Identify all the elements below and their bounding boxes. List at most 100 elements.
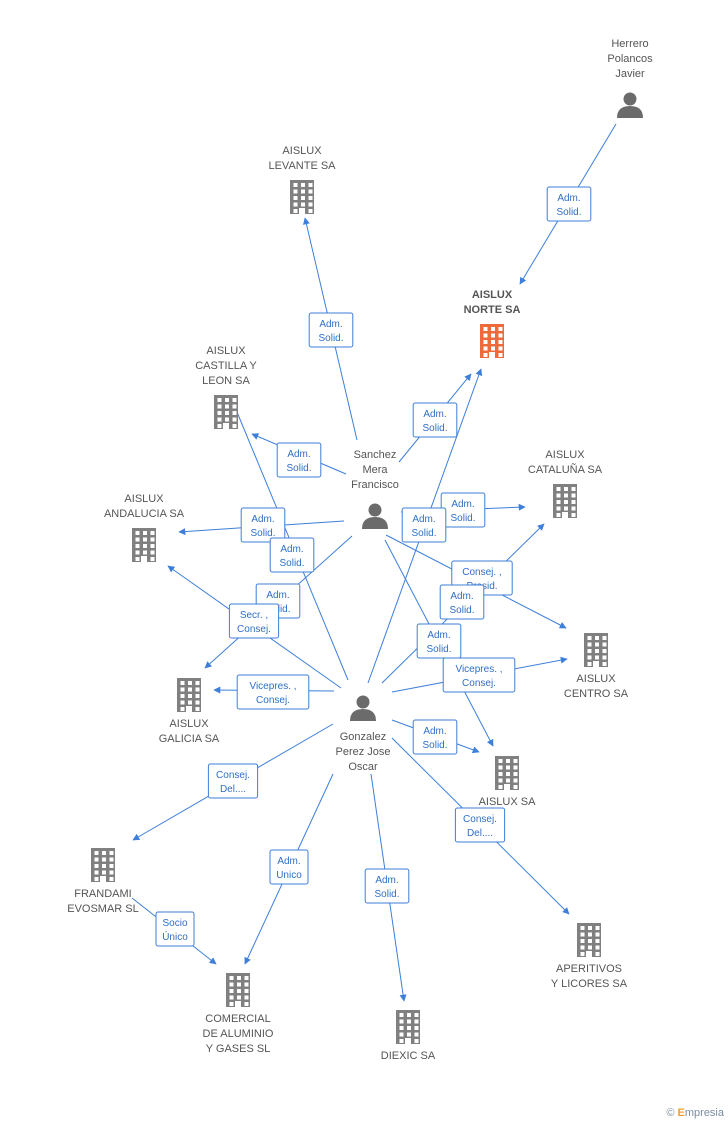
node-label: GALICIA SA — [159, 733, 220, 745]
edge-label-text: Solid. — [279, 558, 304, 569]
edge-label-sanchez-to-castilla[interactable]: Adm. Solid. — [276, 442, 322, 478]
edge-label-gonzalez-to-castilla[interactable]: Adm.Solid. — [269, 537, 315, 573]
edge-label-gonzalez-to-aisluxsa[interactable]: Adm.Solid. — [412, 719, 458, 755]
node-label: AISLUX SA — [479, 796, 537, 808]
edge-label-text: Adm. — [427, 630, 450, 641]
node-label: COMERCIAL — [205, 1013, 270, 1025]
person-icon — [350, 695, 376, 721]
node-label: AISLUX — [124, 493, 164, 505]
node-label: DIEXIC SA — [381, 1050, 436, 1062]
edge-label-herrero-to-norte[interactable]: Adm. Solid. — [546, 186, 592, 222]
node-frandami[interactable]: FRANDAMI EVOSMAR SL — [67, 848, 139, 915]
edge-label-text: Consej. — [216, 770, 250, 781]
edge-label-text: Consej. — [256, 695, 290, 706]
edge-label-text: Secr. , — [240, 610, 268, 621]
edge-label-text: Adm. — [451, 499, 474, 510]
node-levante[interactable]: AISLUX LEVANTE SA — [268, 145, 336, 214]
company-building-icon — [577, 923, 601, 957]
node-label: AISLUX — [472, 289, 513, 301]
company-building-icon — [132, 528, 156, 562]
edge-label-gonzalez-to-comercial[interactable]: Adm. Unico — [269, 849, 309, 885]
company-building-icon — [226, 973, 250, 1007]
edge-label-sanchez-to-cataluna[interactable]: Adm. Solid. — [440, 492, 486, 528]
edge-label-gonzalez-to-centro[interactable]: Vicepres. , Consej. — [442, 657, 516, 693]
edge-label-gonzalez-to-norte[interactable]: Adm. Solid. — [401, 507, 447, 543]
edge-label-text: Consej. , — [462, 567, 501, 578]
node-aperitivos[interactable]: APERITIVOS Y LICORES SA — [551, 923, 628, 990]
node-aisluxsa[interactable]: AISLUX SA — [479, 756, 537, 808]
edge-label-text: Solid. — [556, 207, 581, 218]
edge-labels-layer: Adm. Solid. Adm. Solid. Adm. Solid. Adm. Solid.… — [155, 186, 592, 947]
node-label: CATALUÑA SA — [528, 463, 603, 476]
edge-label-sanchez-to-aisluxsa[interactable]: Adm.Solid. — [416, 623, 462, 659]
edge-label-text: Solid. — [449, 605, 474, 616]
node-label: Herrero — [611, 38, 648, 50]
edge-label-gonzalez-to-aperitivos[interactable]: Consej. Del.... — [454, 807, 506, 843]
company-building-icon — [396, 1010, 420, 1044]
edge-label-text: Del.... — [467, 828, 493, 839]
node-label: AISLUX — [576, 673, 616, 685]
edge-label-text: Adm. — [319, 319, 342, 330]
edge-label-gonzalez-to-galicia[interactable]: Vicepres. , Consej. — [236, 674, 310, 710]
person-icon — [362, 503, 388, 529]
node-label: Javier — [615, 68, 645, 80]
footer-brand: © Empresia — [666, 1107, 724, 1119]
node-label: Mera — [362, 464, 388, 476]
node-label: AISLUX — [282, 145, 322, 157]
company-building-icon — [290, 180, 314, 214]
edge-label-text: Consej. — [462, 678, 496, 689]
node-label: FRANDAMI — [74, 888, 131, 900]
edge-label-text: Del.... — [220, 784, 246, 795]
edge-label-text: Solid. — [374, 889, 399, 900]
node-label: Sanchez — [354, 449, 397, 461]
edge-label-text: Solid. — [411, 528, 436, 539]
node-label: EVOSMAR SL — [67, 903, 139, 915]
edge-label-gonzalez-to-cataluna[interactable]: Adm.Solid. — [439, 584, 485, 620]
edge-label-gonzalez-to-frandami[interactable]: Consej. Del.... — [207, 763, 259, 799]
edge-label-text: Vicepres. , — [249, 681, 296, 692]
node-label: LEVANTE SA — [268, 160, 336, 172]
edge-label-text: Solid. — [450, 513, 475, 524]
node-label: Perez Jose — [335, 746, 390, 758]
edge-label-text: Único — [162, 930, 188, 943]
edge-label-text: Adm. — [423, 409, 446, 420]
edge-label-text: Adm. — [412, 514, 435, 525]
node-diexic[interactable]: DIEXIC SA — [381, 1010, 436, 1062]
company-building-icon — [480, 324, 504, 358]
edge-label-text: Adm. — [375, 875, 398, 886]
company-building-icon — [584, 633, 608, 667]
company-building-icon — [177, 678, 201, 712]
node-label: Y LICORES SA — [551, 978, 628, 990]
edge-label-gonzalez-to-andalucia[interactable]: Secr. , Consej. — [228, 603, 280, 639]
edge-label-sanchez-to-levante[interactable]: Adm. Solid. — [308, 312, 354, 348]
node-label: Gonzalez — [340, 731, 386, 743]
edge-label-text: Solid. — [318, 333, 343, 344]
edge-label-text: Adm. — [557, 193, 580, 204]
edge-label-text: Consej. — [463, 814, 497, 825]
edge-label-gonzalez-to-diexic[interactable]: Adm. Solid. — [364, 868, 410, 904]
node-label: AISLUX — [169, 718, 209, 730]
edge-label-text: Unico — [276, 870, 302, 881]
company-building-icon — [214, 395, 238, 429]
edge-label-text: Vicepres. , — [455, 664, 502, 675]
edge-label-text: Adm. — [266, 590, 289, 601]
edge-label-sanchez-to-andalucia[interactable]: Adm.Solid. — [240, 507, 286, 543]
edge-label-text: Adm. — [287, 449, 310, 460]
node-galicia[interactable]: AISLUX GALICIA SA — [159, 678, 220, 745]
edge-label-text: Consej. — [237, 624, 271, 635]
edge-label-text: Adm. — [277, 856, 300, 867]
edge-label-sanchez-to-norte[interactable]: Adm.Solid. — [412, 402, 458, 438]
edge-label-text: Solid. — [286, 463, 311, 474]
node-label: APERITIVOS — [556, 963, 622, 975]
